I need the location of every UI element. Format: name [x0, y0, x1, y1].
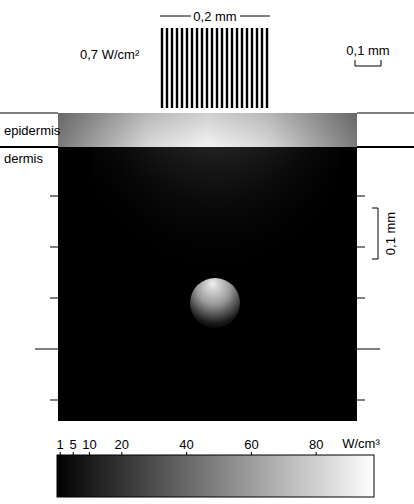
beam-stripe	[201, 28, 203, 108]
beam-stripe	[256, 28, 258, 108]
beam-stripe	[231, 28, 233, 108]
beam-stripe	[241, 28, 243, 108]
beam-stripe	[206, 28, 208, 108]
beam-stripe	[191, 28, 193, 108]
color-bar-tick	[186, 452, 187, 455]
color-bar-value: 80	[309, 438, 323, 451]
color-bar-tick	[89, 452, 90, 455]
vessel-sphere	[190, 278, 240, 328]
layer-label: epidermis	[4, 124, 60, 137]
beam-stripe	[181, 28, 183, 108]
beam-stripes	[162, 28, 267, 108]
beam-stripe	[196, 28, 198, 108]
color-bar-value: 10	[82, 438, 96, 451]
color-bar-value: 5	[70, 438, 77, 451]
beam-stripe	[236, 28, 238, 108]
color-bar-value: 60	[244, 438, 258, 451]
scale-label: 0,1 mm	[385, 211, 398, 254]
color-bar-value: 1	[57, 438, 64, 451]
beam-stripe	[176, 28, 178, 108]
beam-stripe	[161, 28, 163, 108]
heat-glow	[90, 147, 340, 340]
color-bar-tick	[251, 452, 252, 455]
layer-lines	[0, 113, 414, 147]
color-bar-tick	[316, 452, 317, 455]
beam-stripe	[251, 28, 253, 108]
color-bar-ticks	[60, 452, 316, 455]
color-bar-tick	[121, 452, 122, 455]
epidermis-shade	[58, 113, 357, 147]
color-bar-tick	[60, 452, 61, 455]
epidermis-band	[58, 113, 357, 147]
beam-stripe	[221, 28, 223, 108]
beam-stripe	[226, 28, 228, 108]
beam-stripe	[211, 28, 213, 108]
scale-label: 0,1 mm	[346, 44, 389, 57]
beam-stripe	[166, 28, 168, 108]
layer-label: dermis	[4, 152, 43, 165]
color-bar	[57, 455, 374, 497]
beam-stripe	[261, 28, 263, 108]
beam-stripe	[246, 28, 248, 108]
color-bar-value: 40	[179, 438, 193, 451]
color-bar-value: 20	[115, 438, 129, 451]
beam-stripe	[186, 28, 188, 108]
beam-stripe	[171, 28, 173, 108]
dimension-label: 0,2 mm	[193, 10, 236, 23]
scale-bar	[372, 208, 378, 259]
depth-ticks	[35, 196, 380, 400]
scale-bar	[355, 60, 381, 66]
irradiance-label: 0,7 W/cm²	[80, 48, 139, 61]
beam-stripe	[266, 28, 268, 108]
color-bar-tick	[73, 452, 74, 455]
unit-label: W/cm³	[342, 437, 380, 450]
beam-stripe	[216, 28, 218, 108]
